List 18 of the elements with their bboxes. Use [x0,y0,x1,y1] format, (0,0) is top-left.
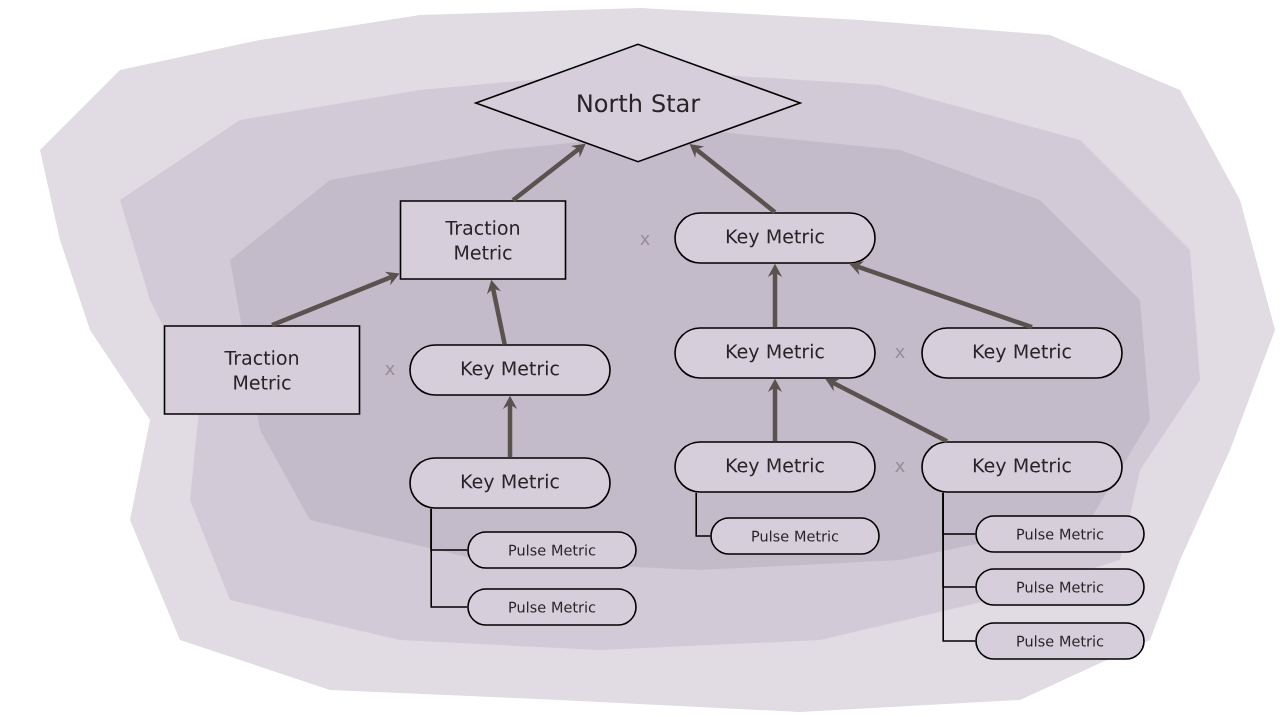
metric-pill: Key Metric [921,327,1123,379]
metric-pill: Key Metric [921,441,1123,493]
metric-pill: Pulse Metric [975,515,1145,553]
bracket-line [430,508,468,608]
metric-pill: Pulse Metric [710,517,880,555]
metric-box: Traction Metric [399,200,567,280]
metric-pill: Key Metric [409,457,611,509]
metric-pill: Pulse Metric [467,531,637,569]
metric-pill: Pulse Metric [975,568,1145,606]
bracket-line [942,492,976,642]
metric-pill: Key Metric [674,212,876,264]
metric-box: Traction Metric [163,325,361,415]
metric-pill: Pulse Metric [467,588,637,626]
metric-pill: Pulse Metric [975,622,1145,660]
bracket-line [695,492,711,537]
metric-pill: Key Metric [674,441,876,493]
metric-pill: Key Metric [409,344,611,396]
metric-pill: Key Metric [674,327,876,379]
